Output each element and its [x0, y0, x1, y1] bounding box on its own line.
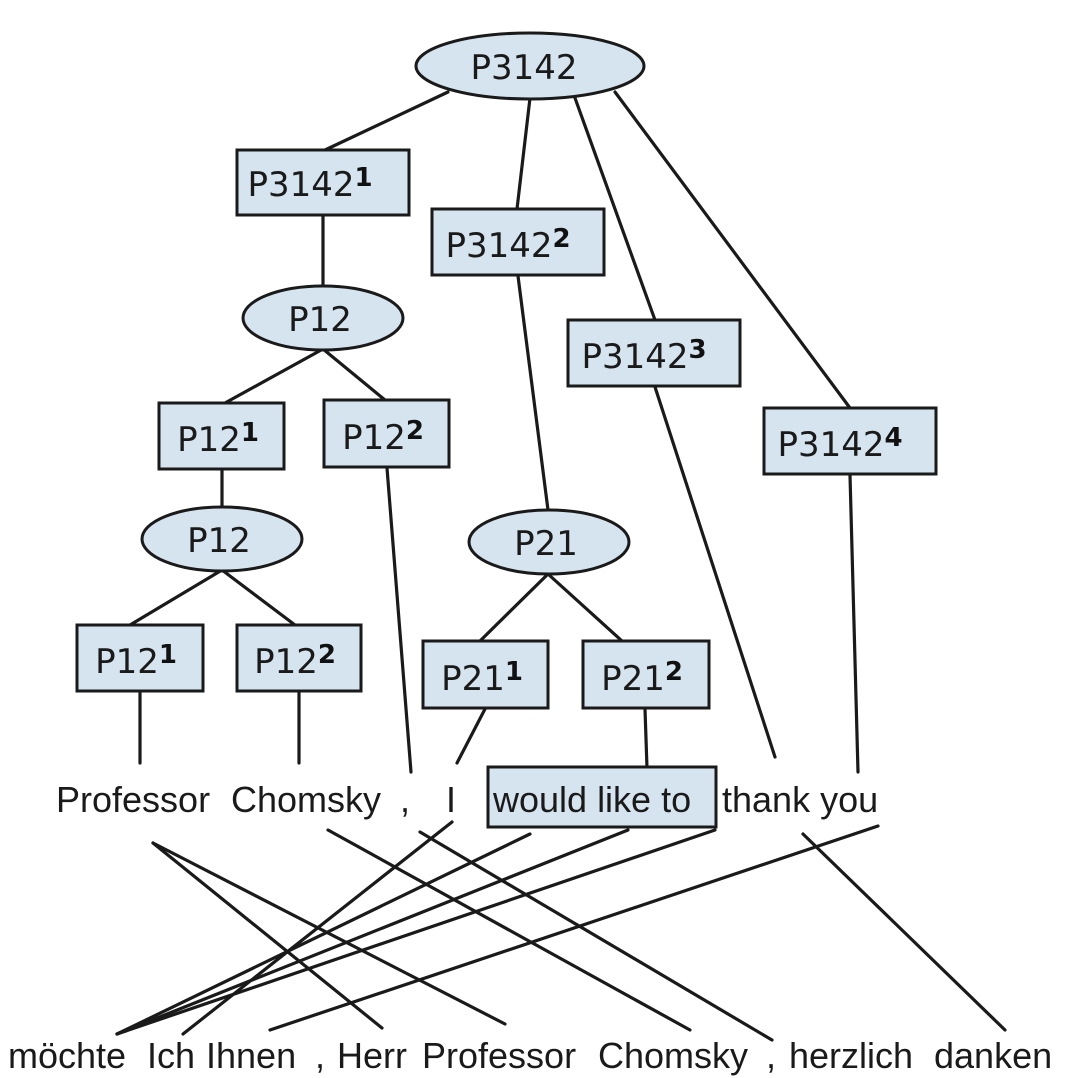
- node-p21-2: P212: [581, 639, 711, 710]
- align-you-ihnen: [268, 824, 880, 1032]
- edge-p3142-2-p21: [516, 274, 550, 512]
- node-label: P3142: [445, 226, 552, 266]
- en-phrase-would-like-to: would like to: [492, 779, 691, 820]
- align-i-ich: [181, 820, 454, 1036]
- svg-text:P122: P122: [342, 416, 424, 458]
- would-like-to-highlight: [486, 765, 718, 829]
- de-word-chomsky: Chomsky: [598, 1035, 748, 1076]
- node-label: P12: [342, 418, 406, 458]
- edge-p12-p12-2: [321, 347, 387, 402]
- node-p3142-root: P3142: [414, 31, 646, 101]
- de-word-ich: Ich: [147, 1035, 195, 1076]
- svg-text:P31423: P31423: [581, 335, 706, 377]
- edge-p3142-4-you: [848, 473, 860, 774]
- edge-root-p3142-2: [515, 96, 532, 211]
- align-professor-professor: [151, 841, 507, 1026]
- edge-root-p3142-1: [323, 90, 450, 152]
- align-like-moechte: [115, 828, 630, 1036]
- de-word-moechte: möchte: [8, 1035, 126, 1076]
- node-label: P21: [441, 659, 505, 699]
- node-superscript: 3: [688, 335, 706, 365]
- german-sentence: möchte Ich Ihnen , Herr Professor Chomsk…: [8, 1035, 1052, 1076]
- svg-text:P121: P121: [95, 640, 177, 682]
- node-p12-1-upper: P121: [157, 401, 286, 471]
- edge-p21-1-i: [455, 707, 487, 765]
- node-label: P12: [177, 420, 241, 460]
- node-label: P12: [95, 642, 159, 682]
- edge-p3142-3-thank: [653, 385, 777, 759]
- svg-text:P211: P211: [441, 657, 523, 699]
- en-word-chomsky: Chomsky: [231, 779, 381, 820]
- en-word-professor: Professor: [56, 779, 210, 820]
- node-p12-1-lower: P121: [75, 623, 205, 693]
- svg-text:P122: P122: [254, 640, 336, 682]
- node-superscript: 2: [552, 224, 570, 254]
- edge-p21-p21-1: [478, 572, 550, 643]
- node-p12-upper: P12: [241, 284, 405, 352]
- node-p3142-2: P31422: [430, 207, 606, 277]
- node-label: P12: [187, 521, 251, 561]
- svg-text:P31421: P31421: [247, 163, 372, 205]
- node-label: P12: [254, 642, 318, 682]
- alignment-edges: [115, 820, 1007, 1042]
- node-superscript: 1: [241, 418, 259, 448]
- edge-root-p3142-4: [613, 90, 852, 410]
- node-p3142-3: P31423: [566, 318, 742, 388]
- node-p21: P21: [467, 508, 631, 576]
- edge-p12-p12-1-lower: [128, 568, 224, 627]
- node-superscript: 2: [665, 657, 683, 687]
- english-sentence: Professor Chomsky , I would like to than…: [56, 765, 878, 829]
- edge-root-p3142-3: [573, 96, 657, 322]
- node-superscript: 1: [505, 657, 523, 687]
- edge-p12-p12-1: [223, 347, 325, 405]
- node-superscript: 2: [318, 640, 336, 670]
- tree-edges: [128, 90, 860, 774]
- node-p21-1: P211: [421, 639, 550, 710]
- align-thank-danken: [801, 832, 1007, 1032]
- de-word-danken: danken: [934, 1035, 1052, 1076]
- align-professor-herr: [151, 841, 384, 1030]
- node-label: P21: [514, 524, 578, 564]
- edge-p12-p12-2-lower: [220, 568, 297, 627]
- en-phrase-thank-you: thank you: [722, 779, 878, 820]
- align-comma-comma: [418, 830, 774, 1042]
- node-superscript: 1: [354, 163, 372, 193]
- align-chomsky-chomsky: [326, 828, 692, 1032]
- node-superscript: 4: [884, 423, 902, 453]
- node-p12-2-lower: P122: [235, 623, 363, 693]
- node-label: P3142: [777, 425, 884, 465]
- edge-p21-p21-2: [546, 572, 624, 643]
- de-word-comma-1: ,: [315, 1035, 325, 1076]
- node-superscript: 2: [406, 416, 424, 446]
- node-p3142-4: P31424: [762, 406, 938, 476]
- de-word-comma-2: ,: [766, 1035, 776, 1076]
- node-label: P12: [288, 300, 352, 340]
- svg-text:P121: P121: [177, 418, 259, 460]
- node-label: P21: [601, 659, 665, 699]
- de-word-herzlich: herzlich: [789, 1035, 913, 1076]
- node-label: P3142: [470, 48, 577, 88]
- edge-p12-2-comma: [385, 466, 413, 774]
- node-p12-2-upper: P122: [322, 398, 451, 469]
- en-word-i: I: [446, 779, 456, 820]
- align-would-moechte: [115, 832, 532, 1036]
- de-word-herr: Herr: [337, 1035, 407, 1076]
- svg-text:P31422: P31422: [445, 224, 570, 266]
- svg-text:P212: P212: [601, 657, 683, 699]
- de-word-ihnen: Ihnen: [206, 1035, 296, 1076]
- node-superscript: 1: [159, 640, 177, 670]
- align-to-moechte: [115, 828, 717, 1036]
- node-label: P3142: [581, 337, 688, 377]
- node-label: P3142: [247, 165, 354, 205]
- svg-text:P31424: P31424: [777, 423, 902, 465]
- de-word-professor: Professor: [422, 1035, 576, 1076]
- edge-p21-2-would-like-to: [643, 707, 649, 770]
- node-p12-lower: P12: [140, 505, 304, 573]
- en-word-comma: ,: [400, 779, 410, 820]
- node-p3142-1: P31421: [235, 148, 411, 217]
